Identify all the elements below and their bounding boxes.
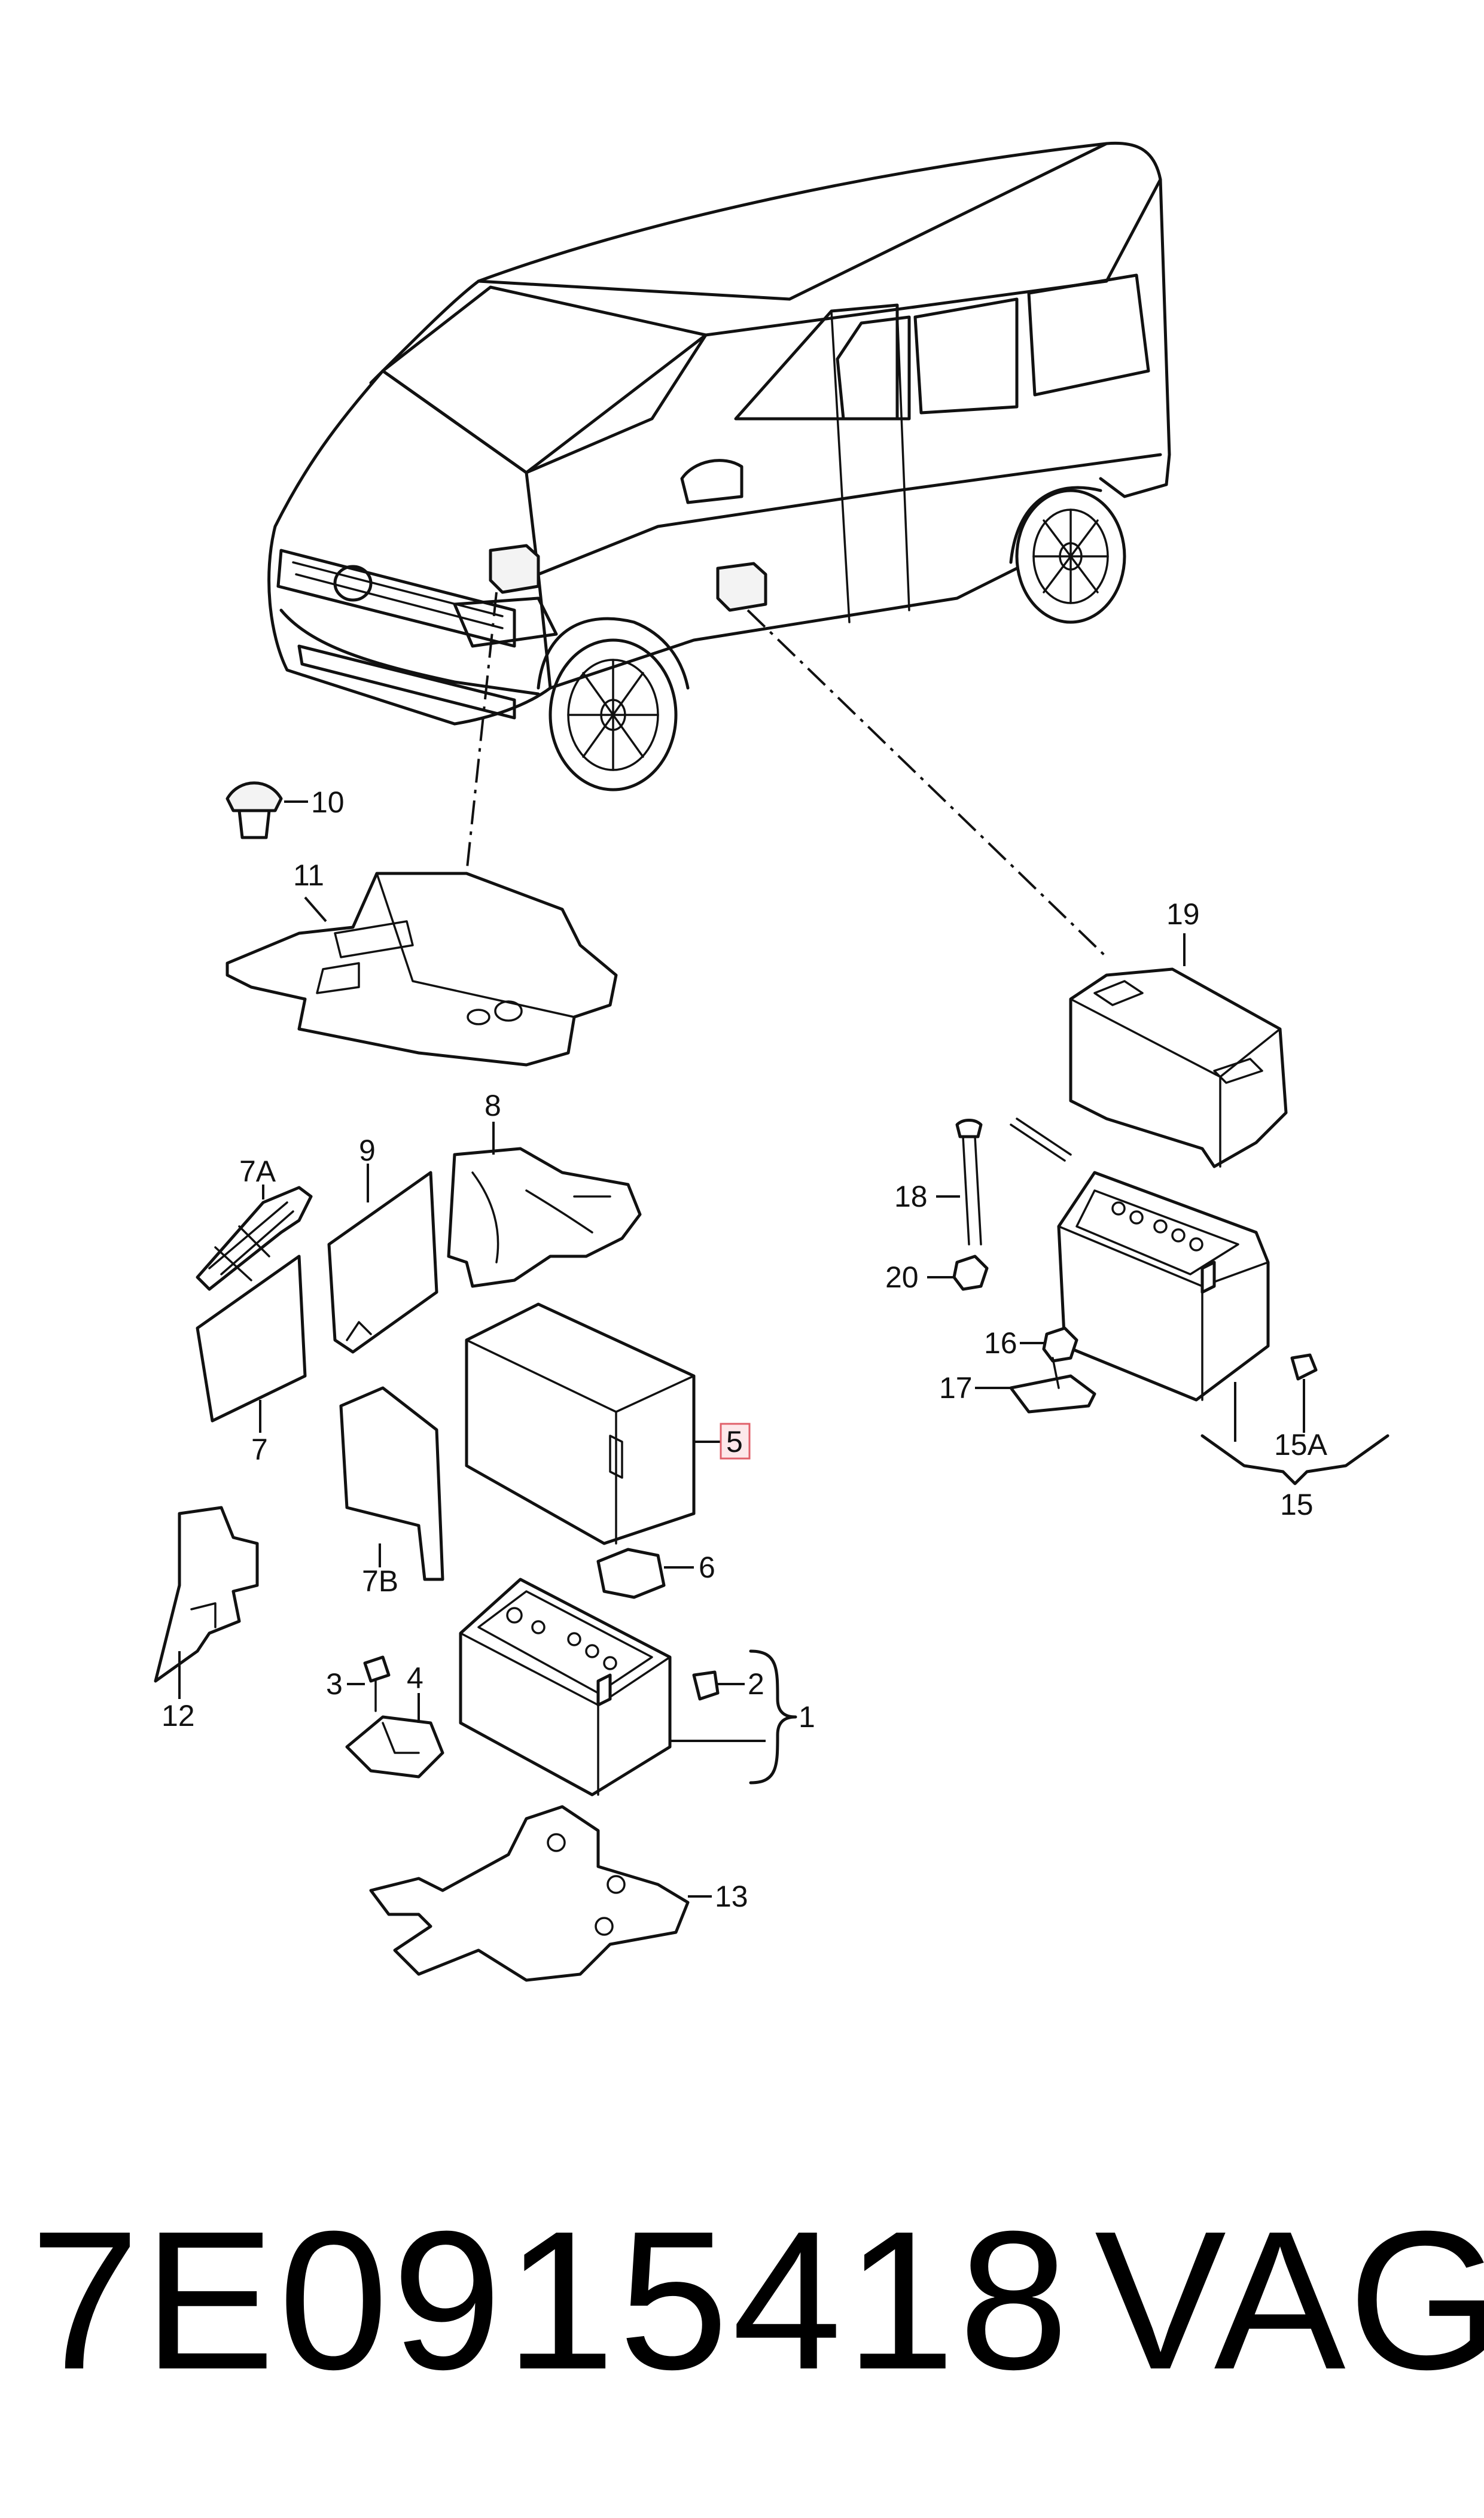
label-18: 18 — [894, 1180, 928, 1213]
label-20: 20 — [885, 1260, 919, 1294]
label-4: 4 — [407, 1661, 423, 1695]
label-7A: 7A — [239, 1155, 276, 1188]
part-7B-panel — [339, 1386, 444, 1581]
part-20-nut — [927, 1255, 989, 1291]
battery-location-side-marker — [716, 562, 767, 612]
part-12-bracket — [154, 1506, 259, 1699]
part-number: 7E0915418 — [30, 2190, 1072, 2410]
vw-logo-icon — [333, 565, 373, 602]
brand-name: VAG — [1095, 2190, 1484, 2410]
part-17-holddown — [975, 1357, 1096, 1414]
part-15A-terminal — [1290, 1353, 1318, 1433]
front-leader-line — [465, 592, 498, 874]
label-9: 9 — [359, 1134, 376, 1167]
label-2: 2 — [748, 1667, 764, 1701]
part-9-panel — [327, 1164, 438, 1354]
part-2-terminal — [692, 1670, 745, 1701]
part-16-nut — [1020, 1326, 1078, 1363]
part-8-bracket — [447, 1122, 642, 1288]
label-15: 15 — [1280, 1488, 1314, 1521]
part-11-cover — [226, 872, 618, 1067]
label-1: 1 — [799, 1700, 815, 1734]
part-15-battery — [1057, 1171, 1270, 1442]
label-8: 8 — [484, 1089, 501, 1122]
part-1-battery — [459, 1578, 766, 1797]
label-7B: 7B — [362, 1564, 398, 1598]
label-13: 13 — [715, 1880, 748, 1913]
front-wheel-icon — [548, 638, 678, 791]
label-16: 16 — [984, 1326, 1017, 1360]
label-17: 17 — [939, 1371, 973, 1405]
battery-location-front-marker — [489, 544, 540, 594]
brace-15 — [1200, 1434, 1389, 1485]
part-7A-grille — [196, 1185, 313, 1291]
label-3: 3 — [326, 1667, 343, 1701]
part-7-panel — [196, 1255, 307, 1433]
part-5-battery-cover — [465, 1302, 724, 1545]
part-13-plate — [369, 1805, 712, 1982]
rear-wheel-icon — [1015, 489, 1126, 624]
label-10: 10 — [311, 785, 345, 819]
label-15A: 15A — [1274, 1428, 1328, 1462]
part-3-bolt — [347, 1655, 391, 1712]
brace-1 — [749, 1649, 797, 1785]
part-19-battery-cover — [1069, 933, 1288, 1168]
part-6-clamp — [596, 1548, 694, 1599]
label-11: 11 — [293, 858, 324, 892]
part-18-stud — [936, 1118, 1072, 1246]
label-7: 7 — [251, 1433, 268, 1466]
part-10-clip — [226, 781, 308, 839]
van-illustration — [267, 141, 1171, 791]
label-5-highlight — [720, 1423, 751, 1460]
label-12: 12 — [161, 1699, 195, 1733]
part-4-bracket — [345, 1693, 444, 1779]
label-5: 5 — [726, 1425, 743, 1459]
side-leader-line — [746, 609, 1108, 958]
label-6: 6 — [699, 1551, 715, 1584]
label-19: 19 — [1166, 897, 1200, 931]
